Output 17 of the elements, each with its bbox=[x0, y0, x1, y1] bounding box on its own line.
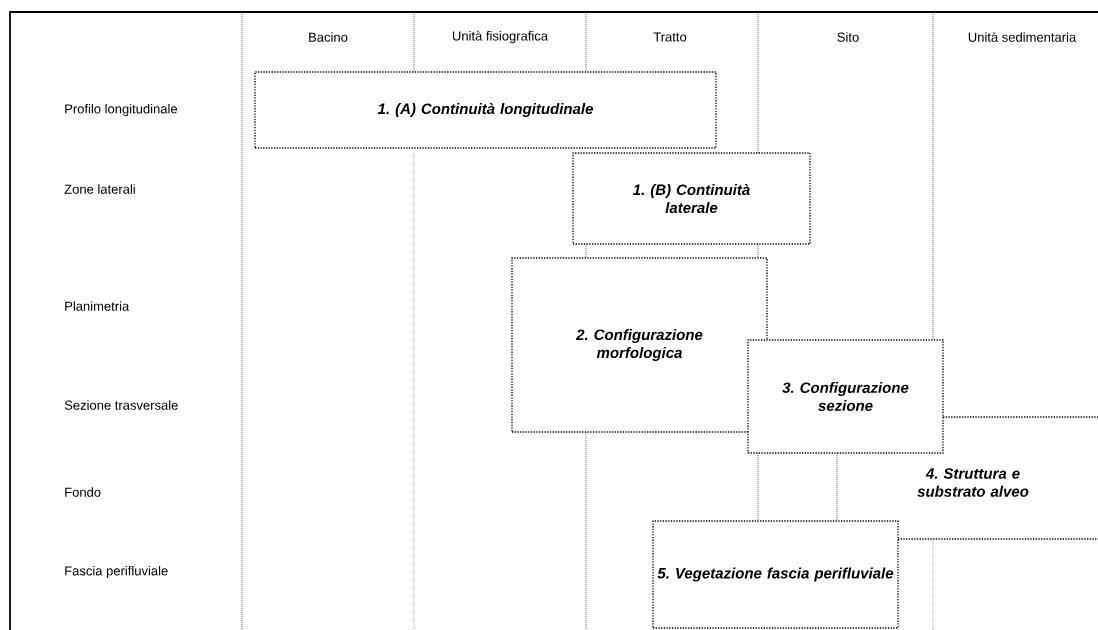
category-label: 4. Struttura e substrato alveo bbox=[897, 416, 1098, 540]
column-header: Bacino bbox=[309, 32, 348, 42]
row-label: Fascia perifluviale bbox=[65, 565, 168, 579]
column-header: Unità fisiografica bbox=[452, 30, 549, 44]
row-label: Zone laterali bbox=[64, 184, 135, 194]
category-box: 3. Configurazione sezione bbox=[747, 339, 944, 454]
category-box: 2. Configurazione morfologica bbox=[511, 257, 768, 433]
column-header: Unità sedimentaria bbox=[968, 32, 1077, 42]
row-label: Sezione trasversale bbox=[64, 400, 178, 410]
category-box: 1. (A) Continuità longitudinale bbox=[254, 71, 717, 149]
row-label: Planimetria bbox=[65, 301, 130, 311]
row-label: Profilo longitudinale bbox=[65, 103, 178, 117]
category-box: 5. Vegetazione fascia perifluviale bbox=[652, 520, 899, 629]
category-box: 1. (B) Continuità laterale bbox=[572, 152, 811, 245]
column-header: Sito bbox=[837, 32, 859, 42]
row-label: Fondo bbox=[65, 487, 101, 497]
column-header: Tratto bbox=[653, 32, 687, 42]
